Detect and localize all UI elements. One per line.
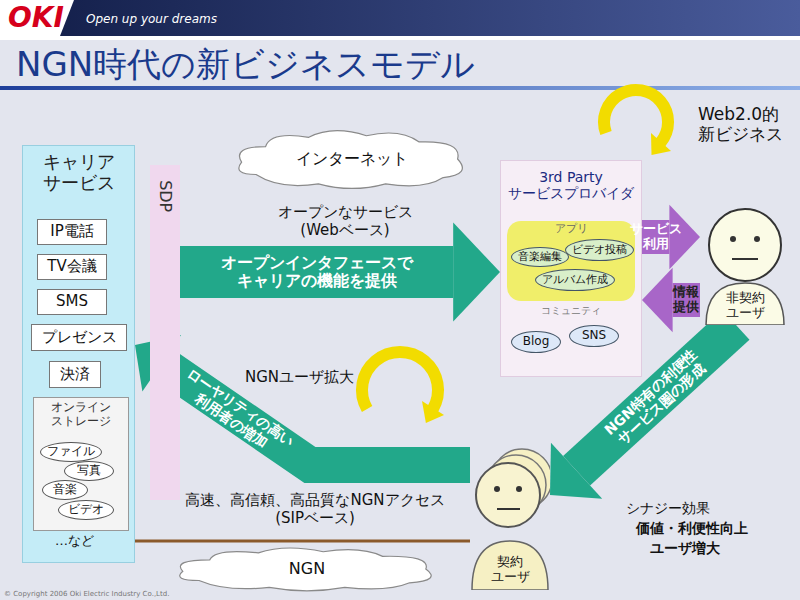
storage-item: 写真: [64, 461, 114, 481]
node-label: ビデオ: [68, 503, 104, 517]
note-label: Web2.0的 新ビジネス: [698, 104, 783, 145]
node-label: IP電話: [50, 223, 93, 240]
node-label: TV会議: [47, 258, 96, 275]
user-eye: [730, 236, 736, 242]
note-label: 高速、高信頼、高品質なNGNアクセス (SIPベース): [170, 491, 460, 527]
user-mouth: [732, 258, 758, 260]
service-box: TV会議: [37, 254, 107, 280]
connector: [135, 541, 470, 542]
storage-item: ファイル: [40, 442, 102, 462]
service-box: SMS: [37, 289, 107, 315]
connector-shaft: [180, 246, 453, 298]
connector-shaft: [673, 283, 700, 317]
carrier-panel: キャリア サービス IP電話 TV会議 SMS プレゼンス決済オンライン ストレージファ…: [22, 145, 135, 563]
cloud-outline: [180, 548, 431, 591]
title-underline: [0, 86, 800, 90]
node-label: アルバム作成: [542, 274, 608, 287]
node-label: キャリア サービス: [43, 152, 115, 193]
arrow-label: サービス 利用: [630, 222, 682, 252]
user-eye: [516, 486, 522, 492]
node-label: 音楽: [53, 483, 77, 497]
note-label: NGNユーザ拡大: [245, 368, 354, 386]
note-label: © Copyright 2006 Oki Electric Industry C…: [4, 590, 169, 598]
node-label: ファイル: [47, 445, 95, 459]
app-box: アプリ音楽編集ビデオ投稿アルバム作成: [507, 221, 635, 301]
node-label: 3rd Party サービスプロバイダ: [504, 169, 638, 201]
user-body: [706, 283, 784, 325]
contract-user: 契約 ユーザ: [470, 445, 550, 590]
node-label: インターネット: [296, 150, 408, 168]
note-label: シナジー効果: [626, 500, 710, 517]
connector-arrowhead: [550, 443, 602, 499]
arrow-label: オープンインタフェースで キャリアの機能を提供: [221, 254, 413, 291]
internet-cloud: インターネット: [232, 128, 472, 190]
node-label: 契約 ユーザ: [491, 555, 530, 585]
provider-panel: 3rd Party サービスプロバイダアプリ音楽編集ビデオ投稿アルバム作成 Blo…: [500, 160, 642, 377]
note-label: ユーザ増大: [650, 540, 720, 557]
note-label: オープンなサービス (Webベース): [278, 203, 413, 239]
user-eye: [754, 236, 760, 242]
user-head: [476, 463, 540, 527]
node-label: アプリ: [555, 223, 588, 236]
node-label: 写真: [77, 464, 101, 478]
user-body: [472, 541, 548, 590]
connector: [135, 335, 470, 465]
storage-item: ビデオ: [58, 500, 114, 520]
connector-shaft: [135, 540, 470, 543]
slide-title: NGN時代の新ビジネスモデル: [16, 44, 475, 85]
note-label: コミュニティ: [541, 305, 601, 317]
node-label: プレゼンス: [42, 329, 117, 346]
app-item: アルバム作成: [535, 269, 615, 291]
logo-text: Open up your dreams: [86, 12, 217, 26]
cycle-arrowhead: [422, 401, 444, 423]
app-item: ビデオ投稿: [565, 239, 634, 261]
band-label: SDP: [156, 180, 174, 212]
user-eye: [494, 486, 500, 492]
node-label: ビデオ投稿: [572, 244, 627, 257]
node-label: SNS: [582, 329, 606, 343]
non-contract-user: 非契約 ユーザ: [700, 205, 790, 325]
cycle-arrowhead: [651, 133, 671, 155]
node-label: 非契約 ユーザ: [726, 291, 765, 321]
node-label: NGN: [289, 560, 325, 578]
arrow-label: 情報 提供: [673, 285, 699, 315]
community-item: Blog: [511, 331, 561, 353]
service-box: IP電話: [37, 219, 107, 245]
note-label: 価値・利便性向上: [636, 520, 748, 537]
user-mouth: [497, 508, 520, 510]
cycle-arrow: [362, 352, 438, 409]
node-label: SMS: [56, 293, 88, 310]
service-box: 決済: [49, 361, 101, 388]
ngn-cloud: NGN: [172, 546, 442, 592]
storage-item: 音楽: [42, 480, 88, 500]
header-bar: [0, 0, 800, 40]
node-label: 決済: [60, 366, 90, 383]
storage-box: オンライン ストレージファイル写真音楽ビデオ: [33, 397, 129, 531]
app-item: 音楽編集: [511, 247, 569, 267]
cloud-outline: [239, 131, 463, 189]
connector-shaft: [162, 363, 470, 465]
connector: [642, 268, 700, 333]
node-label: Blog: [523, 335, 550, 349]
header-band: [60, 0, 800, 36]
logo-text: OKI: [8, 1, 64, 35]
node-label: 音楽編集: [518, 251, 562, 264]
user-head: [709, 209, 781, 281]
connector-arrowhead: [453, 223, 500, 322]
connector-arrowhead: [642, 268, 673, 333]
sdp-band: SDP: [150, 165, 180, 500]
note-label: …など: [55, 533, 94, 549]
connector-arrowhead: [669, 205, 700, 270]
cycle-arrow: [604, 90, 668, 143]
community-item: SNS: [569, 325, 619, 347]
node-label: オンライン ストレージ: [51, 401, 111, 429]
service-box: プレゼンス: [31, 324, 127, 351]
